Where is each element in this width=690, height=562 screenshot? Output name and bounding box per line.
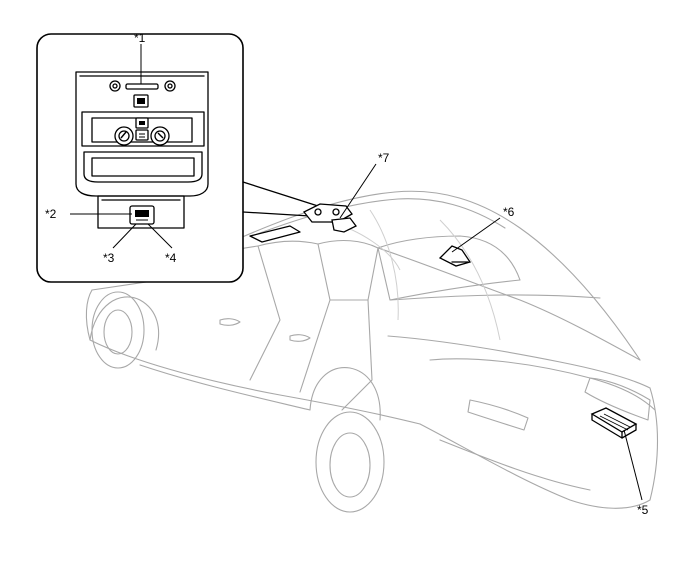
callout-2: *2 <box>45 207 57 221</box>
leader-5 <box>623 429 643 501</box>
map-light-right-icon <box>164 80 176 92</box>
leader-6 <box>451 217 501 253</box>
inset-connector <box>242 181 319 207</box>
leader-7 <box>339 163 377 219</box>
callout-6: *6 <box>503 205 515 219</box>
rear-bumper-module <box>590 407 638 439</box>
map-light-switch-left-icon <box>114 126 134 146</box>
callout-5: *5 <box>637 503 649 517</box>
map-light-left-icon <box>109 80 121 92</box>
interior-light-switch-icon <box>135 117 149 141</box>
telematics-switch-icon <box>129 205 155 225</box>
roof-antenna <box>438 245 472 267</box>
overhead-console <box>75 71 209 197</box>
map-light-switch-right-icon <box>150 126 170 146</box>
leader-4 <box>147 223 173 249</box>
overhead-console-inset <box>36 33 319 283</box>
callout-7: *7 <box>378 151 390 165</box>
leader-3 <box>112 223 137 249</box>
roof-console-on-vehicle <box>249 203 357 243</box>
callout-1: *1 <box>134 31 146 45</box>
sos-switch-icon <box>133 94 149 108</box>
callout-3: *3 <box>103 251 115 265</box>
callout-4: *4 <box>165 251 177 265</box>
